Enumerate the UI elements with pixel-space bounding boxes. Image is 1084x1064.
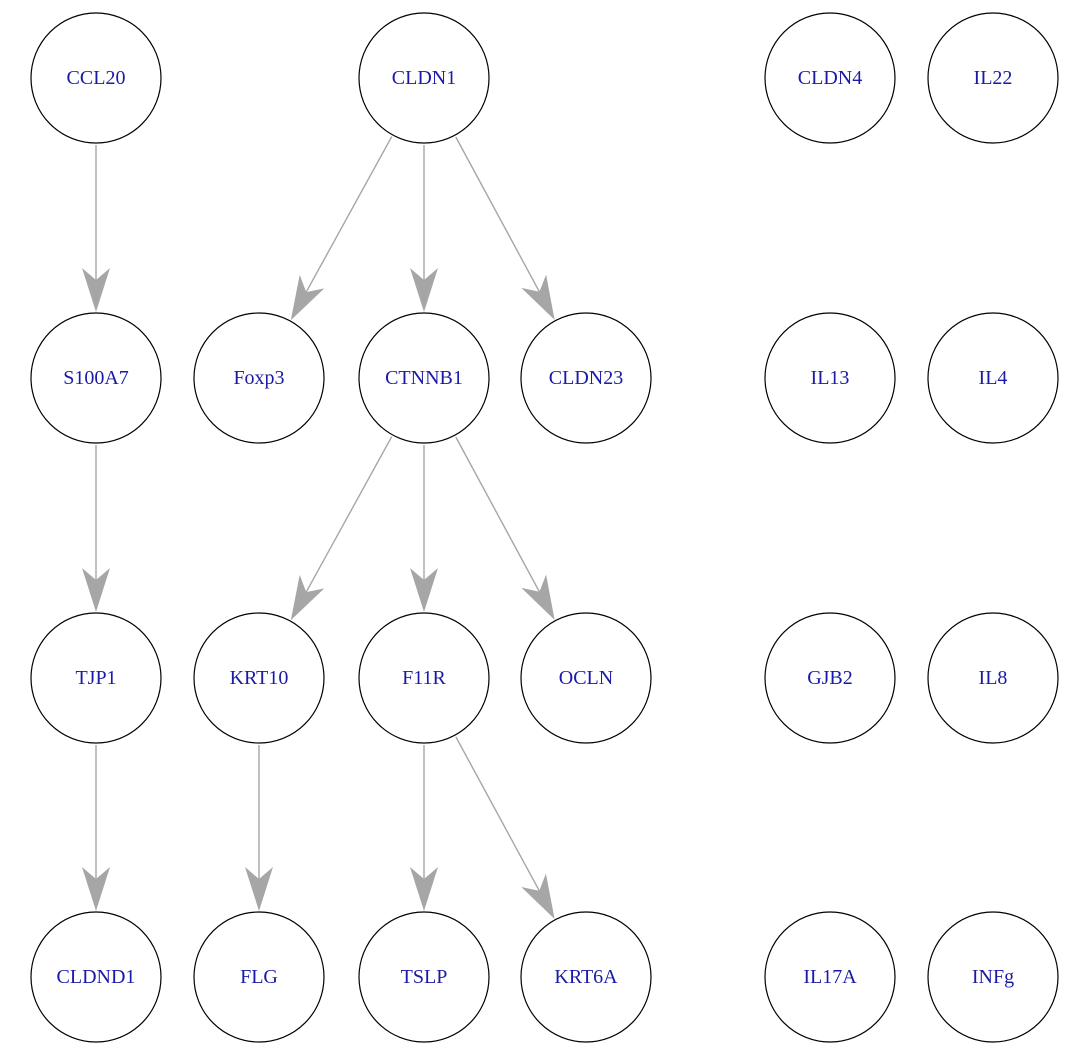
node-cldn23: CLDN23 xyxy=(520,312,652,444)
edge-cldn1-to-foxp3 xyxy=(290,136,393,321)
node-circle xyxy=(30,612,162,744)
edge-f11r-to-krt6a xyxy=(455,736,555,919)
node-label: IL13 xyxy=(811,367,850,389)
arrowhead-icon xyxy=(82,867,110,911)
node-label: S100A7 xyxy=(63,367,129,389)
edge-ctnnb1-to-f11r xyxy=(410,445,438,612)
edge-s100a7-to-tjp1 xyxy=(82,445,110,612)
node-circle xyxy=(520,911,652,1043)
node-label: CLDN4 xyxy=(798,67,862,89)
node-circle xyxy=(927,12,1059,144)
node-circle xyxy=(193,312,325,444)
node-label: CLDN1 xyxy=(392,67,456,89)
arrowhead-icon xyxy=(410,268,438,312)
edge-tjp1-to-cldnd1 xyxy=(82,745,110,911)
node-label: OCLN xyxy=(559,667,613,689)
node-circle xyxy=(927,312,1059,444)
node-cldnd1: CLDND1 xyxy=(30,911,162,1043)
arrowhead-icon xyxy=(290,274,325,321)
edge-line xyxy=(455,736,540,892)
node-cldn1: CLDN1 xyxy=(358,12,490,144)
node-foxp3: Foxp3 xyxy=(193,312,325,444)
node-circle xyxy=(30,12,162,144)
node-circle xyxy=(30,911,162,1043)
arrowhead-icon xyxy=(410,568,438,612)
edge-line xyxy=(455,436,541,593)
edge-line xyxy=(305,136,393,293)
node-il17a: IL17A xyxy=(764,911,896,1043)
arrowhead-icon xyxy=(410,867,438,911)
edge-ccl20-to-s100a7 xyxy=(82,145,110,312)
node-label: IL17A xyxy=(803,966,857,988)
node-circle xyxy=(30,312,162,444)
node-label: IL22 xyxy=(974,67,1013,89)
node-krt6a: KRT6A xyxy=(520,911,652,1043)
node-infg: INFg xyxy=(927,911,1059,1043)
edge-line xyxy=(455,136,541,293)
arrowhead-icon xyxy=(521,274,555,320)
node-label: GJB2 xyxy=(807,667,853,689)
node-krt10: KRT10 xyxy=(193,612,325,744)
node-circle xyxy=(358,612,490,744)
node-label: Foxp3 xyxy=(233,367,284,389)
node-f11r: F11R xyxy=(358,612,490,744)
node-label: F11R xyxy=(402,667,446,689)
edge-f11r-to-tslp xyxy=(410,745,438,911)
node-cldn4: CLDN4 xyxy=(764,12,896,144)
edge-cldn1-to-cldn23 xyxy=(455,136,555,320)
arrowhead-icon xyxy=(245,867,273,911)
edge-krt10-to-flg xyxy=(245,745,273,911)
node-label: IL8 xyxy=(979,667,1008,689)
edges-layer xyxy=(82,136,555,919)
arrowhead-icon xyxy=(290,574,325,621)
node-circle xyxy=(520,312,652,444)
node-label: TSLP xyxy=(401,966,448,988)
arrowhead-icon xyxy=(82,568,110,612)
node-label: IL4 xyxy=(979,367,1008,389)
node-label: CLDN23 xyxy=(549,367,623,389)
node-circle xyxy=(764,12,896,144)
node-tjp1: TJP1 xyxy=(30,612,162,744)
arrowhead-icon xyxy=(521,574,555,620)
node-ocln: OCLN xyxy=(520,612,652,744)
node-label: FLG xyxy=(240,966,278,988)
arrowhead-icon xyxy=(82,268,110,312)
node-ccl20: CCL20 xyxy=(30,12,162,144)
node-s100a7: S100A7 xyxy=(30,312,162,444)
edge-ctnnb1-to-krt10 xyxy=(290,436,393,621)
node-circle xyxy=(358,312,490,444)
node-label: CCL20 xyxy=(67,67,126,89)
node-circle xyxy=(927,911,1059,1043)
node-circle xyxy=(764,312,896,444)
node-circle xyxy=(193,911,325,1043)
node-il8: IL8 xyxy=(927,612,1059,744)
node-label: TJP1 xyxy=(75,667,116,689)
node-circle xyxy=(764,911,896,1043)
edge-ctnnb1-to-ocln xyxy=(455,436,555,620)
node-circle xyxy=(358,12,490,144)
node-circle xyxy=(358,911,490,1043)
node-label: CLDND1 xyxy=(57,966,136,988)
arrowhead-icon xyxy=(521,873,555,919)
node-circle xyxy=(520,612,652,744)
node-label: KRT10 xyxy=(230,667,289,689)
node-circle xyxy=(764,612,896,744)
node-il13: IL13 xyxy=(764,312,896,444)
node-circle xyxy=(927,612,1059,744)
node-il4: IL4 xyxy=(927,312,1059,444)
edge-cldn1-to-ctnnb1 xyxy=(410,145,438,312)
node-ctnnb1: CTNNB1 xyxy=(358,312,490,444)
node-label: KRT6A xyxy=(554,966,618,988)
node-circle xyxy=(193,612,325,744)
node-il22: IL22 xyxy=(927,12,1059,144)
node-label: CTNNB1 xyxy=(385,367,463,389)
edge-line xyxy=(305,436,393,593)
node-label: INFg xyxy=(972,966,1014,988)
node-gjb2: GJB2 xyxy=(764,612,896,744)
node-flg: FLG xyxy=(193,911,325,1043)
node-tslp: TSLP xyxy=(358,911,490,1043)
